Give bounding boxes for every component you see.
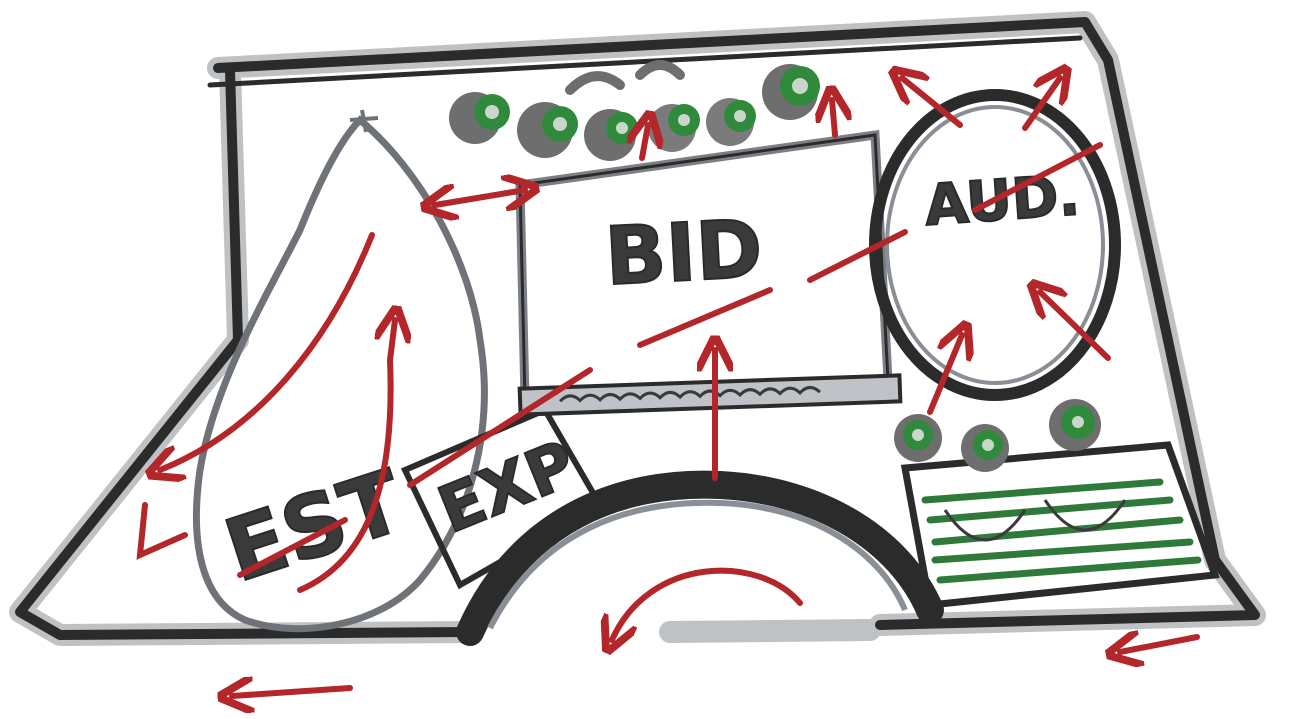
arrow-icon <box>832 100 835 135</box>
tree-circle-icon <box>762 64 820 120</box>
aud-label: AUD. <box>923 163 1082 239</box>
arrow-icon <box>1120 637 1197 652</box>
arrow-icon <box>435 190 525 205</box>
arrow-icon <box>160 235 372 470</box>
arrow-icon <box>642 125 648 158</box>
aud-zone-outline <box>875 95 1115 395</box>
arrow-icon <box>232 688 350 696</box>
tree-circle-icon <box>449 92 510 144</box>
tree-circle-icon <box>706 98 756 146</box>
aud-zone: AUD. <box>875 95 1115 395</box>
tree-circle-icon <box>961 424 1009 472</box>
green-lot <box>905 445 1215 605</box>
tree-circle-icon <box>517 102 578 158</box>
tree-circle-icon <box>894 414 942 462</box>
tree-circle-icon <box>648 104 700 152</box>
bid-label: BID <box>603 202 765 303</box>
tree-circle-icon <box>1049 399 1101 451</box>
bid-zone: BID <box>520 135 901 415</box>
site-boundary <box>20 22 1255 635</box>
trees-right <box>894 399 1101 472</box>
tree-circle-icon <box>584 109 638 161</box>
